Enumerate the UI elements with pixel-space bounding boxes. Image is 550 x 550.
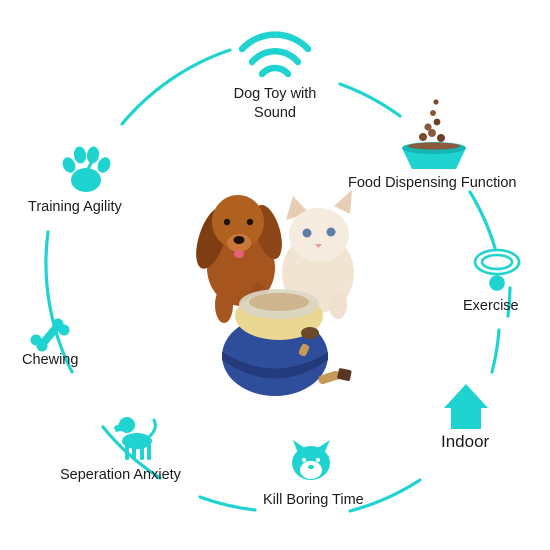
feature-label-agility: Training Agility xyxy=(28,199,122,215)
feature-label-sound-line1: Dog Toy with xyxy=(233,86,317,102)
feature-label-indoor: Indoor xyxy=(441,432,490,451)
dog-cat-tumbler-toy-photo xyxy=(196,190,354,396)
feature-label-exercise: Exercise xyxy=(463,298,519,314)
tumbler-toy-photo xyxy=(222,289,352,396)
feature-label-chewing: Chewing xyxy=(22,352,79,368)
dog-icon xyxy=(114,417,157,460)
house-icon xyxy=(444,384,488,429)
feature-label-food: Food Dispensing Function xyxy=(348,175,517,191)
pet-collar-icon xyxy=(473,248,521,291)
feature-label-separation: Seperation Anxiety xyxy=(60,467,181,483)
feature-label-sound-line2: Sound xyxy=(254,105,296,121)
food-bowl-icon xyxy=(402,99,466,169)
sound-waves-icon xyxy=(238,31,312,78)
feature-label-sound: Dog Toy with Sound xyxy=(205,85,345,123)
paw-print-icon xyxy=(62,146,111,192)
circle-ring xyxy=(44,48,512,513)
feature-label-boring: Kill Boring Time xyxy=(263,492,364,508)
bone-icon xyxy=(30,318,70,352)
shiba-face-icon xyxy=(292,440,330,480)
